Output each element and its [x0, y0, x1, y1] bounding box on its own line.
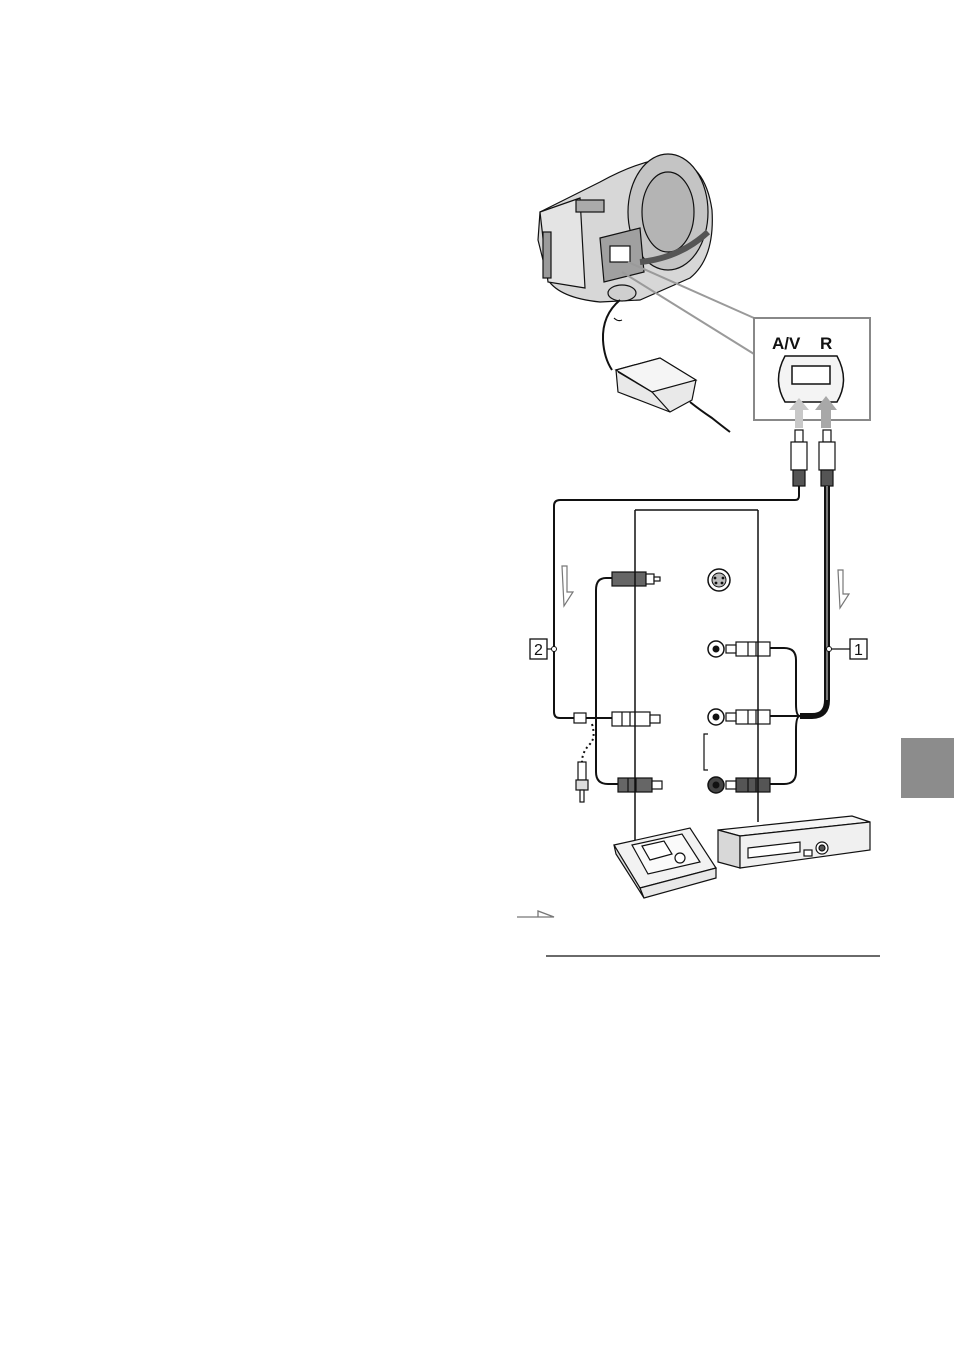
audio-r-jack-icon	[708, 777, 724, 793]
ac-adaptor-icon	[603, 300, 730, 432]
rca-plug-red-right-icon	[726, 778, 770, 792]
s-video-jack-icon	[708, 569, 730, 591]
vcr-icon	[718, 816, 870, 868]
av-plug-left-icon	[791, 430, 807, 486]
cable-splitter-icon	[574, 713, 594, 802]
cable-2-line	[554, 486, 799, 784]
svg-text:2: 2	[534, 642, 543, 659]
av-label: A/V	[772, 334, 801, 353]
av-plug-right-icon	[819, 430, 835, 486]
signal-flow-arrow-icon	[562, 566, 849, 608]
audio-l-jack-icon	[708, 709, 724, 725]
side-tab	[901, 738, 954, 798]
s-video-plug-icon	[612, 572, 660, 586]
r-label: R	[820, 334, 832, 353]
cable-1-line	[770, 486, 827, 784]
dvd-recorder-icon	[614, 828, 716, 898]
av-r-jack-callout: A/V R	[754, 318, 870, 420]
rca-plug-white-left-icon	[612, 712, 660, 726]
rca-plug-yellow-right-icon	[726, 642, 770, 656]
cable-2-label: 2	[530, 639, 557, 659]
rca-plug-red-left-icon	[618, 778, 662, 792]
svg-text:1: 1	[854, 642, 863, 659]
video-jack-icon	[708, 641, 724, 657]
rca-plug-white-right-icon	[726, 710, 770, 724]
audio-bracket	[704, 734, 708, 770]
cable-1-label: 1	[827, 639, 868, 659]
signal-flow-legend-icon	[517, 911, 554, 917]
camcorder-icon	[538, 154, 712, 302]
